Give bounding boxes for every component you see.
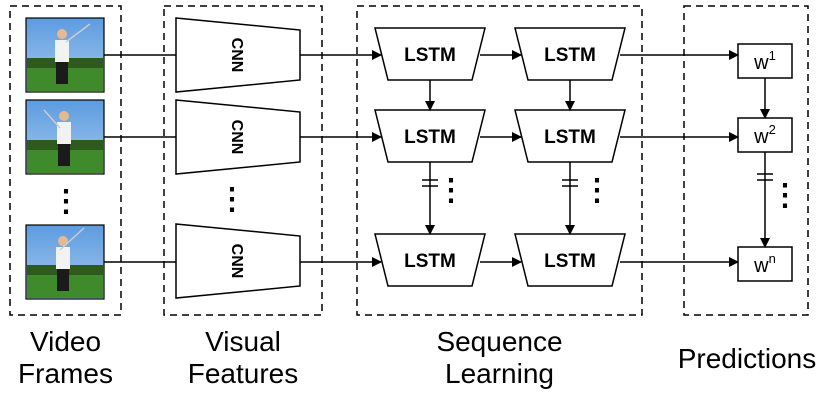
lstm-label: LSTM — [404, 251, 456, 272]
prediction-word-1: w1 — [737, 43, 793, 79]
video-frames-label-line1: Video — [29, 326, 102, 357]
video-frames-label-line2: Frames — [18, 358, 113, 389]
predictions-group — [683, 5, 809, 316]
word-base-2: w — [753, 126, 769, 148]
frames-ellipsis: ⋮ — [51, 185, 81, 218]
video-frame-1 — [25, 17, 105, 93]
lstm-label: LSTM — [544, 251, 596, 272]
lstm-r1-c2: LSTM — [514, 27, 626, 81]
lstm-rn-c1: LSTM — [374, 233, 486, 287]
lstm-label: LSTM — [544, 127, 596, 148]
video-frame-2 — [25, 99, 105, 175]
features-ellipsis: ⋮ — [217, 183, 247, 216]
sequence-learning-group — [356, 5, 643, 316]
lstm-col2-ellipsis: ⋮ — [582, 174, 612, 207]
visual-features-label: Visual Features — [164, 326, 322, 390]
svg-text:wn: wn — [753, 251, 776, 277]
sequence-learning-label-line2: Learning — [445, 358, 554, 389]
lstm-r1-c1: LSTM — [374, 27, 486, 81]
video-frames-label: Video Frames — [0, 326, 131, 390]
sequence-learning-label-line1: Sequence — [436, 326, 563, 357]
lstm-label: LSTM — [404, 127, 456, 148]
word-base-1: w — [753, 52, 769, 74]
lstm-rn-c2: LSTM — [514, 233, 626, 287]
lstm-label: LSTM — [544, 45, 596, 66]
connectors — [104, 50, 773, 267]
visual-features-label-line2: Features — [187, 358, 299, 389]
lstm-r2-c2: LSTM — [514, 109, 626, 163]
cnn-block-1: CNN — [175, 17, 301, 93]
lstm-col1-ellipsis: ⋮ — [436, 174, 466, 207]
cnn-label-2: CNN — [228, 120, 245, 155]
svg-text:w1: w1 — [753, 48, 776, 74]
video-frame-n — [25, 224, 105, 300]
cnn-label-1: CNN — [228, 38, 245, 73]
word-sup-1: 1 — [769, 48, 776, 63]
visual-features-label-line1: Visual — [205, 326, 281, 357]
prediction-word-2: w2 — [737, 117, 793, 153]
svg-text:w2: w2 — [753, 122, 776, 148]
word-base-n: w — [753, 255, 769, 277]
video-frames-group — [9, 5, 122, 316]
predictions-label: Predictions — [659, 343, 835, 375]
prediction-word-n: wn — [737, 246, 793, 282]
predictions-label-line1: Predictions — [677, 343, 817, 374]
visual-features-group — [163, 5, 323, 316]
word-sup-n: n — [769, 251, 776, 266]
cnn-block-n: CNN — [175, 223, 301, 299]
lstm-label: LSTM — [404, 45, 456, 66]
lstm-r2-c1: LSTM — [374, 109, 486, 163]
word-sup-2: 2 — [769, 122, 776, 137]
cnn-label-n: CNN — [228, 244, 245, 279]
cnn-block-2: CNN — [175, 99, 301, 175]
predictions-ellipsis: ⋮ — [770, 179, 800, 212]
sequence-learning-label: Sequence Learning — [357, 326, 642, 390]
